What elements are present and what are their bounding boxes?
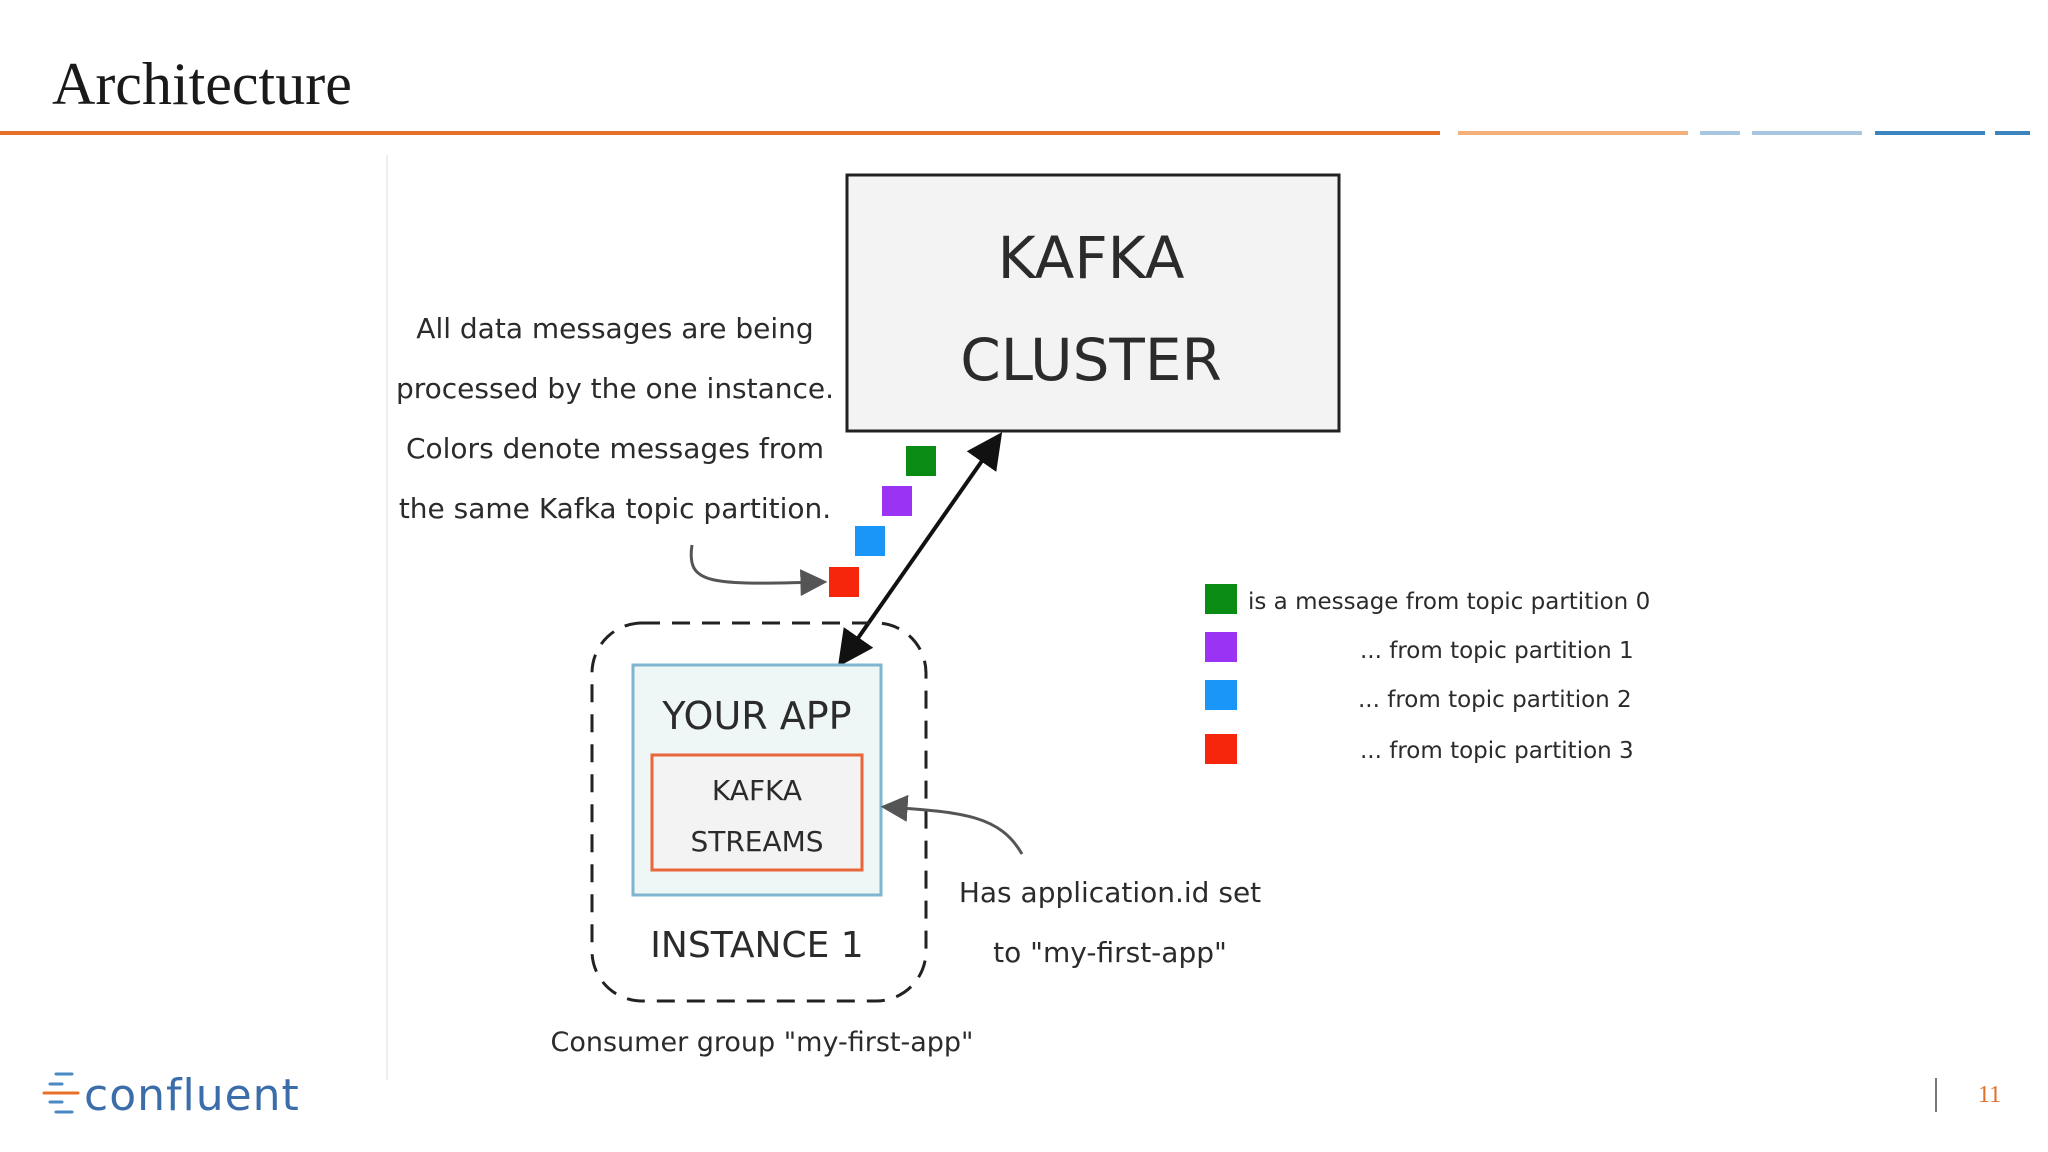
note-left-line-4: the same Kafka topic partition. [399, 492, 831, 525]
message-partition-0 [906, 446, 936, 476]
kafka-cluster-label-2: CLUSTER [960, 326, 1222, 394]
title-rule-blue-2 [1995, 131, 2030, 135]
consumer-group-label: Consumer group "my-first-app" [551, 1027, 974, 1058]
page-number: 11 [1978, 1082, 2002, 1108]
message-partition-3 [829, 567, 859, 597]
legend-swatch-0 [1205, 584, 1237, 614]
divider-line [386, 155, 388, 1080]
title-rule-light-blue-2 [1752, 131, 1862, 135]
confluent-logo: confluent [42, 1064, 300, 1126]
title-rule-orange [0, 131, 1440, 135]
legend: is a message from topic partition 0 ... … [1205, 584, 1650, 764]
confluent-mark-icon [42, 1072, 80, 1114]
legend-swatch-2 [1205, 680, 1237, 710]
note-left-line-3: Colors denote messages from [406, 432, 824, 465]
kafka-streams-label-2: STREAMS [690, 825, 823, 858]
message-partition-2 [855, 526, 885, 556]
kafka-cluster-box [845, 173, 1341, 433]
legend-text-2: ... from topic partition 2 [1358, 687, 1632, 713]
note-left-arrow [689, 544, 828, 597]
page-number-separator [1935, 1078, 1937, 1112]
note-appid-line-1: Has application.id set [959, 876, 1261, 909]
kafka-streams-box [650, 753, 864, 872]
note-left-line-1: All data messages are being [416, 312, 813, 345]
legend-swatch-1 [1205, 632, 1237, 662]
title-rule-blue-1 [1875, 131, 1985, 135]
kafka-streams-label-1: KAFKA [712, 774, 802, 807]
kafka-cluster-label-1: KAFKA [998, 224, 1185, 292]
title-rule-light-orange [1458, 131, 1688, 135]
consumer-group-boundary [590, 621, 928, 1003]
your-app-label: YOUR APP [661, 694, 851, 738]
note-left: All data messages are being processed by… [396, 312, 834, 525]
message-partition-1 [882, 486, 912, 516]
legend-swatch-3 [1205, 734, 1237, 764]
note-appid-arrow [880, 794, 1024, 855]
legend-text-3: ... from topic partition 3 [1360, 738, 1634, 764]
legend-text-1: ... from topic partition 1 [1360, 638, 1634, 664]
legend-text-0: is a message from topic partition 0 [1248, 589, 1650, 615]
title-rule-light-blue-1 [1700, 131, 1740, 135]
note-left-line-2: processed by the one instance. [396, 372, 834, 405]
page-title: Architecture [52, 51, 352, 117]
instance-label: INSTANCE 1 [650, 925, 863, 966]
note-appid-line-2: to "my-first-app" [993, 936, 1227, 969]
logo-text: confluent [84, 1069, 300, 1121]
